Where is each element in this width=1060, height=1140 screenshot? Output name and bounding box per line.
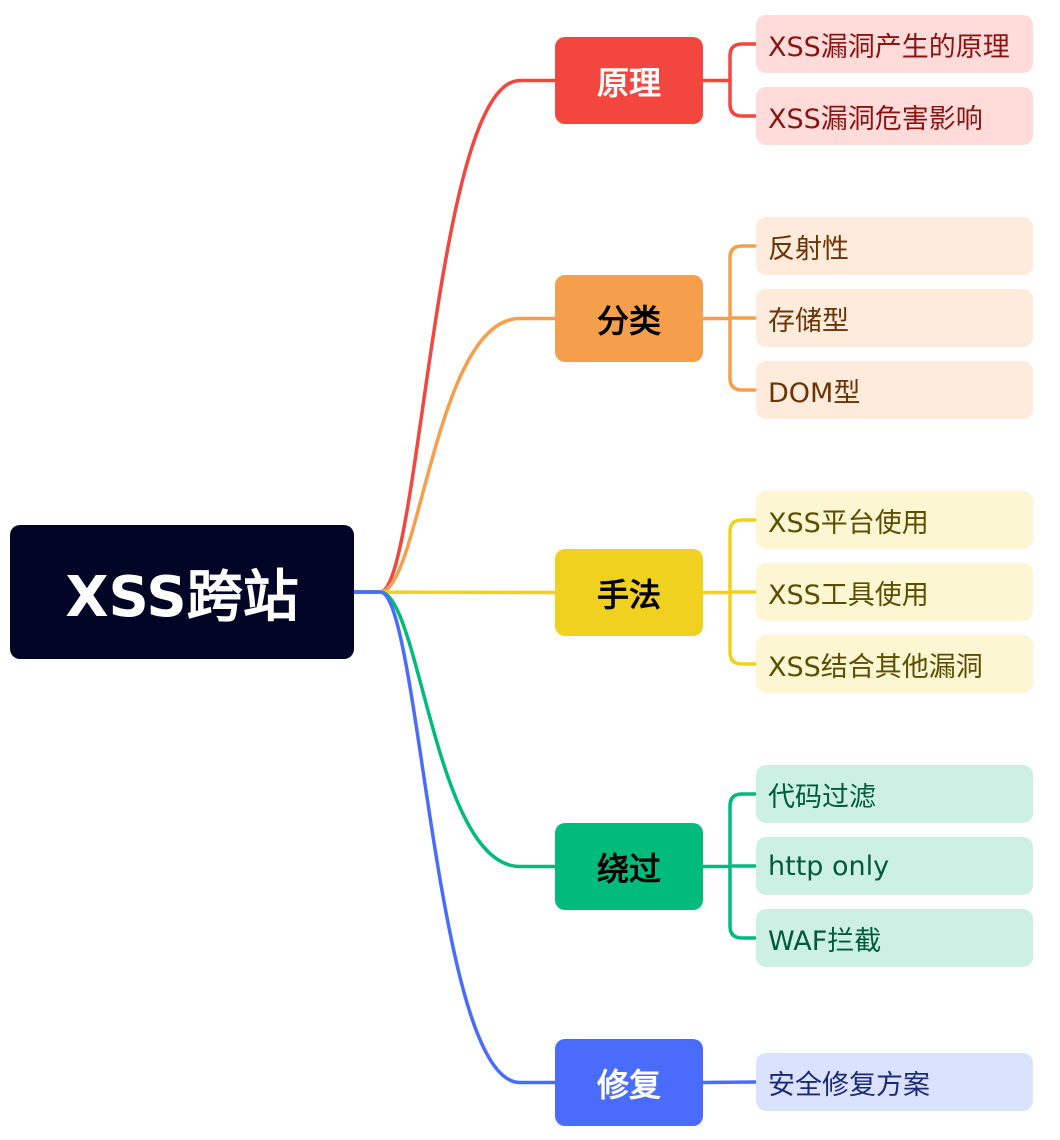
leaf-node[interactable]: XSS漏洞危害影响	[756, 87, 1033, 145]
leaf-node[interactable]: 安全修复方案	[756, 1053, 1033, 1111]
branch-connector	[352, 590, 557, 869]
leaf-node[interactable]: XSS漏洞产生的原理	[756, 15, 1033, 73]
leaf-node[interactable]: DOM型	[756, 361, 1033, 419]
branch-node-bypass[interactable]: 绕过	[555, 823, 703, 910]
branch-connector	[352, 316, 557, 594]
leaf-node[interactable]: XSS工具使用	[756, 563, 1033, 621]
leaf-node[interactable]: 代码过滤	[756, 765, 1033, 823]
leaf-connector	[728, 42, 758, 118]
branch-node-fix[interactable]: 修复	[555, 1039, 703, 1126]
leaf-node[interactable]: 存储型	[756, 289, 1033, 347]
leaf-node[interactable]: XSS平台使用	[756, 491, 1033, 549]
leaf-connector	[701, 1080, 758, 1085]
branch-node-principle[interactable]: 原理	[555, 37, 703, 124]
branch-node-classification[interactable]: 分类	[555, 275, 703, 362]
root-node[interactable]: XSS跨站	[10, 525, 354, 659]
branch-connector	[352, 590, 557, 1085]
branch-node-techniques[interactable]: 手法	[555, 549, 703, 636]
branch-connector	[352, 590, 557, 595]
branch-connector	[352, 78, 557, 594]
leaf-node[interactable]: 反射性	[756, 217, 1033, 275]
leaf-node[interactable]: http only	[756, 837, 1033, 895]
leaf-node[interactable]: XSS结合其他漏洞	[756, 635, 1033, 693]
leaf-node[interactable]: WAF拦截	[756, 909, 1033, 967]
